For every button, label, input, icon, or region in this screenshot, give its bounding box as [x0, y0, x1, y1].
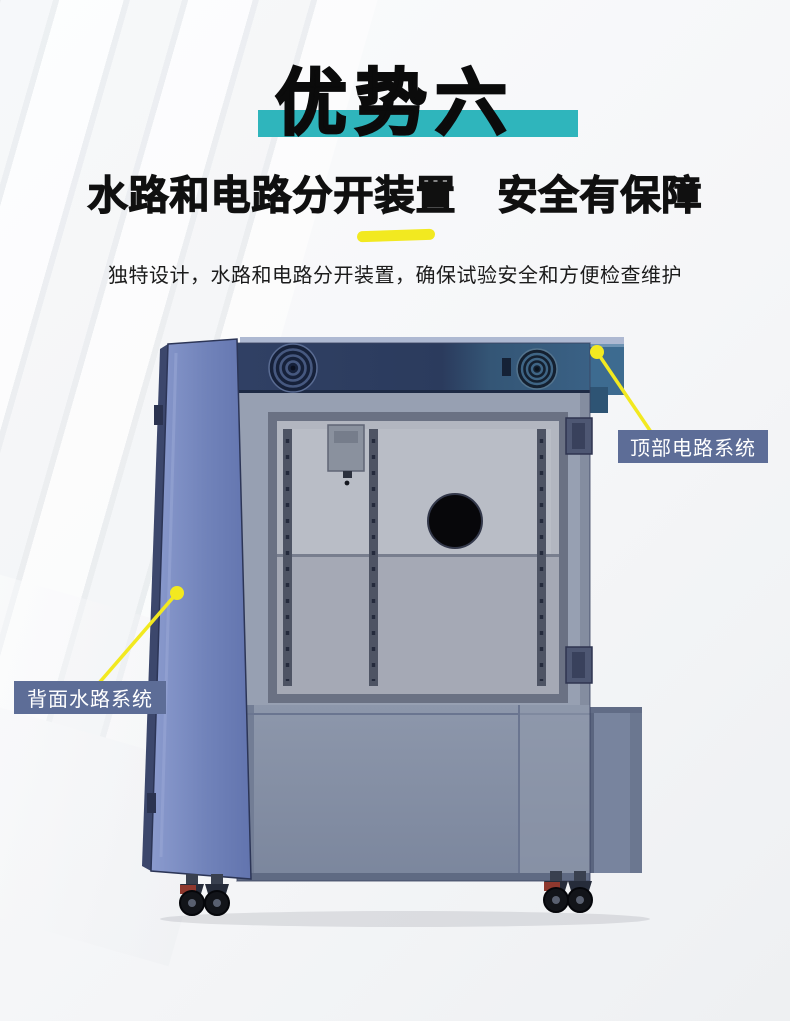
chamber-illustration: [130, 325, 650, 935]
caster-label-right: [544, 882, 560, 891]
page-title: 优势六: [274, 63, 515, 146]
top-electric-extension: [588, 342, 624, 413]
caster-front-right-2: [567, 871, 593, 913]
callout-top-circuit: 顶部电路系统: [618, 430, 768, 463]
title-highlight-bar: [258, 110, 578, 137]
headline-accent-underline: [356, 228, 436, 243]
band-gauge: [502, 358, 511, 376]
callout-back-water-label: 背面水路系统: [27, 689, 153, 711]
left-fan-icon: [268, 343, 318, 393]
caster-front-right: [543, 871, 569, 913]
callout-back-water: 背面水路系统: [14, 681, 166, 714]
caster-front-left-2: [204, 874, 230, 916]
interior-device: [327, 424, 365, 486]
right-side-extension: [588, 707, 642, 873]
chamber-test-hole: [428, 494, 482, 548]
ground-shadow: [160, 911, 650, 927]
headline: 水路和电路分开装置 安全有保障: [87, 173, 703, 218]
right-fan-icon: [516, 348, 558, 390]
chamber-drawing: [142, 337, 650, 927]
rack-rail-right: [537, 429, 546, 686]
back-water-panel: [142, 338, 252, 880]
inner-chamber: [268, 412, 593, 703]
caster-front-left: [179, 874, 205, 916]
door-hinge-bottom: [565, 646, 593, 684]
rack-rail-left: [283, 429, 292, 686]
callout-top-circuit-label: 顶部电路系统: [630, 438, 756, 460]
description-text: 独特设计，水路和电路分开装置，确保试验安全和方便检查维护: [108, 265, 682, 287]
caster-label-left: [180, 885, 196, 894]
door-hinge-top: [565, 417, 593, 455]
rack-rail-middle: [369, 429, 378, 686]
